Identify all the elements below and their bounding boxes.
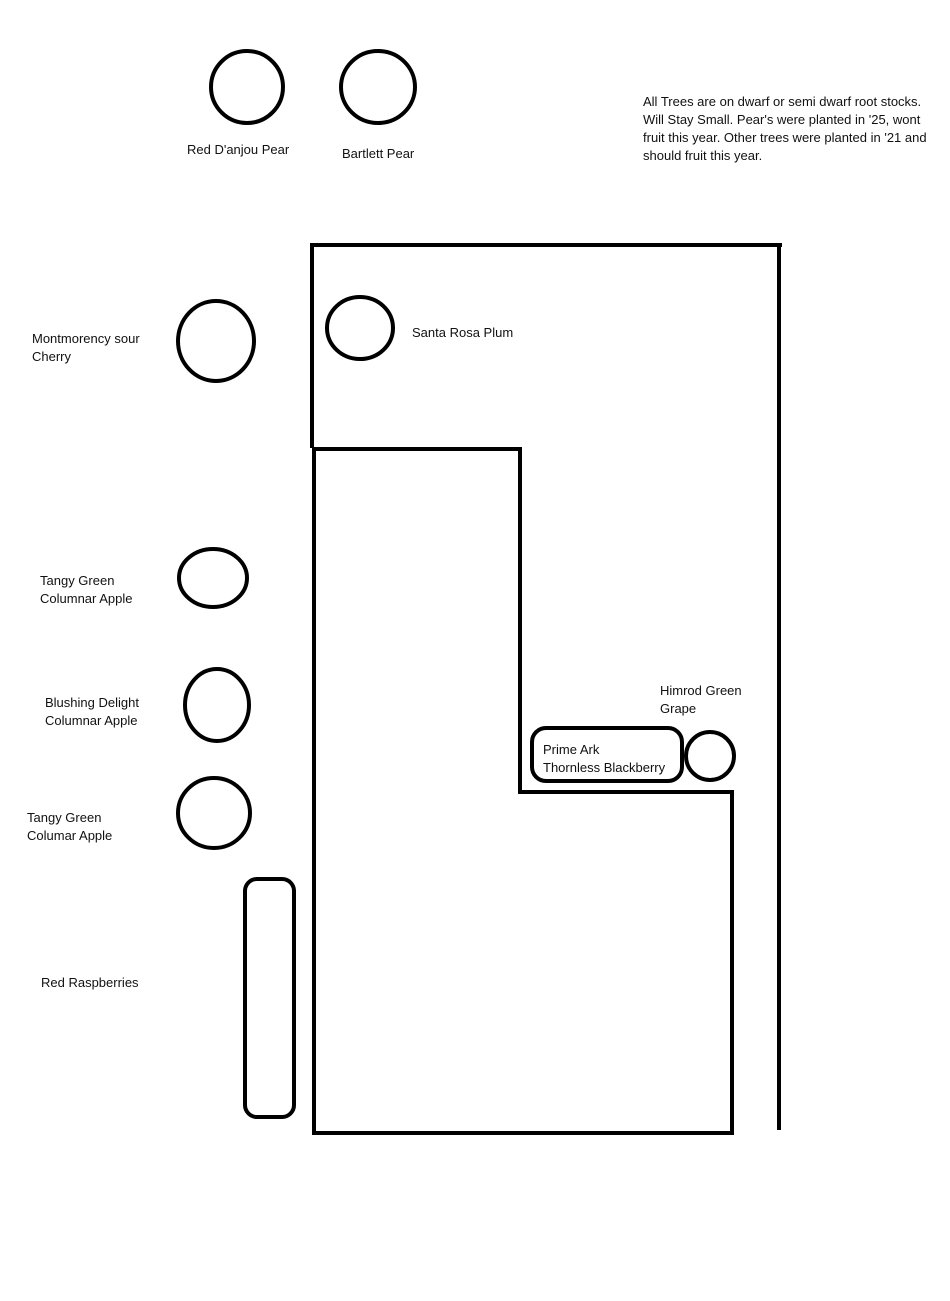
bartlett-pear-circle — [339, 49, 417, 125]
label-line2: Columnar Apple — [40, 591, 133, 606]
grape-label: Himrod Green Grape — [660, 682, 742, 718]
l-shaped-bed — [312, 447, 734, 1135]
label-line2: Columnar Apple — [45, 713, 138, 728]
label-line1: Himrod Green — [660, 683, 742, 698]
blushing-delight-apple-label: Blushing Delight Columnar Apple — [45, 694, 139, 730]
outer-boundary — [310, 243, 782, 1130]
plum-circle — [325, 295, 395, 361]
cherry-label: Montmorency sour Cherry — [32, 330, 140, 366]
tangy-green-apple-1-circle — [177, 547, 249, 609]
label-line2: Columar Apple — [27, 828, 113, 843]
raspberries-label: Red Raspberries — [41, 975, 139, 990]
tangy-green-apple-2-label: Tangy Green Columar Apple — [27, 809, 112, 845]
red-danjou-pear-label: Red D'anjou Pear — [187, 142, 290, 157]
label-line2: Thornless Blackberry — [543, 760, 666, 775]
tangy-green-apple-2-circle — [176, 776, 252, 850]
red-danjou-pear-circle — [209, 49, 285, 125]
tangy-green-apple-1-label: Tangy Green Columnar Apple — [40, 572, 133, 608]
raspberry-row — [243, 877, 296, 1119]
blackberry-label: Prime Ark Thornless Blackberry — [543, 741, 665, 777]
plum-label: Santa Rosa Plum — [412, 325, 514, 340]
blushing-delight-apple-circle — [183, 667, 251, 743]
grape-circle — [684, 730, 736, 782]
label-line2: Grape — [660, 701, 697, 716]
cherry-label-line1: Montmorency sour — [32, 331, 140, 346]
planting-note: All Trees are on dwarf or semi dwarf roo… — [643, 94, 927, 163]
cherry-circle — [176, 299, 256, 383]
bartlett-pear-label: Bartlett Pear — [342, 146, 415, 161]
label-line1: Tangy Green — [27, 810, 102, 825]
label-line1: Blushing Delight — [45, 695, 139, 710]
blackberry-row — [530, 726, 684, 783]
cherry-label-line2: Cherry — [32, 349, 72, 364]
label-line1: Tangy Green — [40, 573, 115, 588]
label-line1: Prime Ark — [543, 742, 600, 757]
